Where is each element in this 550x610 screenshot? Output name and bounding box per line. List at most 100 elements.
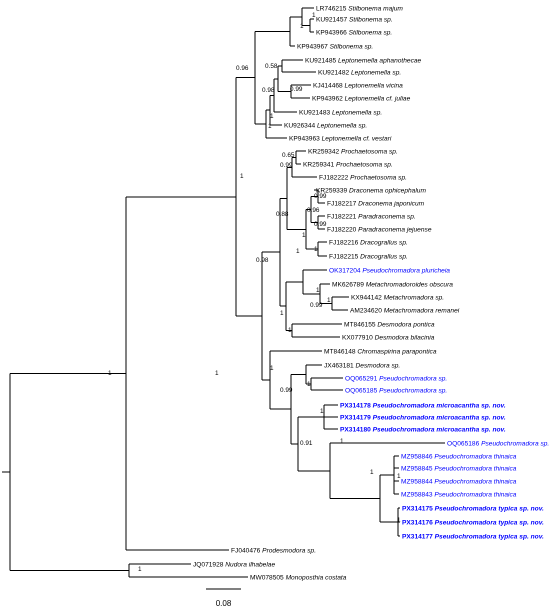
tip-label-px314179: PX314179 Pseudochromadora microacantha s…	[340, 414, 506, 421]
tip-species: Prodesmodora sp.	[262, 547, 316, 554]
tip-species: Leptonemella sp.	[332, 109, 382, 116]
support-n-pseudo: 1	[270, 365, 274, 372]
tip-accession: MZ958845	[401, 465, 434, 472]
support-n-lepA: 0.58	[265, 63, 278, 70]
tip-accession: OQ065185	[345, 387, 379, 394]
tip-accession: FJ040476	[231, 547, 262, 554]
tip-label-fj182215: FJ182215 Dracograllus sp.	[329, 253, 408, 260]
tip-label-kr259339: KR259339 Draconema ophicephalum	[316, 187, 426, 194]
support-n-oq: 1	[307, 381, 311, 388]
support-n-main: 1	[215, 370, 219, 377]
tip-accession: PX314179	[340, 414, 373, 421]
tip-species: Metachromadoroides obscura	[366, 281, 454, 288]
tip-label-fj182220: FJ182220 Paradraconema jejuense	[327, 226, 432, 233]
tip-accession: FJ182220	[327, 226, 358, 233]
tip-species: Stilbonema sp.	[330, 43, 374, 50]
tip-species: Leptonemella vicina	[345, 82, 404, 89]
tip-label-px314177: PX314177 Pseudochromadora typica sp. nov…	[402, 533, 544, 540]
tip-species: Metachromadora remanei	[384, 307, 460, 314]
support-n-pro2: 0.65	[282, 152, 295, 159]
tip-species: Desmodora pontica	[377, 321, 435, 328]
support-n-oqJ: 0.99	[280, 387, 293, 394]
support-n-dra: 1	[302, 232, 306, 239]
tip-label-mt846148: MT846148 Chromaspirina parapontica	[324, 348, 437, 355]
tip-label-oq065186: OQ065186 Pseudochromadora sp.	[447, 440, 549, 447]
tip-accession: KX944142	[351, 294, 384, 301]
tip-label-oq065185: OQ065185 Pseudochromadora sp.	[345, 387, 447, 394]
tip-accession: KR259339	[316, 187, 349, 194]
tip-label-kp943966: KP943966 Stilbonema sp.	[316, 29, 392, 36]
tip-label-mt846155: MT846155 Desmodora pontica	[344, 321, 435, 328]
tip-accession: KU921485	[305, 57, 338, 64]
tip-accession: KU921482	[318, 69, 351, 76]
tip-species: Pseudochromadora sp.	[481, 440, 549, 447]
tip-accession: PX314176	[402, 519, 435, 526]
tip-label-mz958843: MZ958843 Pseudochromadora thinaica	[401, 491, 517, 498]
tip-label-px314175: PX314175 Pseudochromadora typica sp. nov…	[402, 505, 544, 512]
tip-accession: FJ182221	[327, 213, 358, 220]
tip-species: Leptonemella sp.	[317, 122, 367, 129]
tip-species: Pseudochromadora sp.	[379, 375, 447, 382]
support-n-lep2: 0.99	[290, 86, 303, 93]
tip-accession: PX314178	[340, 402, 373, 409]
support-n-pro: 0.99	[280, 162, 293, 169]
tip-species: Stilbonema sp.	[349, 16, 393, 23]
support-n-thin: 1	[397, 473, 401, 480]
tip-accession: LR746215	[316, 5, 348, 12]
tip-label-fj182221: FJ182221 Paradraconema sp.	[327, 213, 416, 220]
tip-label-mz958846: MZ958846 Pseudochromadora thinaica	[401, 453, 517, 460]
tip-species: Prochaetosoma sp.	[336, 161, 393, 168]
support-n-all: 1	[108, 370, 112, 377]
tip-species: Dracograllus sp.	[360, 253, 408, 260]
tip-label-ok317204: OK317204 Pseudochromadora pluricheia	[329, 267, 450, 274]
tip-species: Monoposthia costata	[286, 574, 347, 581]
tip-label-kp943962: KP943962 Leptonemella cf. juliae	[312, 95, 411, 102]
support-n-ingroup: 1	[240, 173, 244, 180]
tip-species: Pseudochromadora microacantha sp. nov.	[373, 426, 506, 433]
tip-label-ku921457: KU921457 Stilbonema sp.	[316, 16, 393, 23]
tip-species: Leptonemella cf. vestari	[322, 135, 392, 142]
tip-accession: OQ065186	[447, 440, 481, 447]
tip-species: Pseudochromadora thinaica	[434, 478, 516, 485]
tip-accession: FJ182216	[329, 239, 360, 246]
tip-label-px314176: PX314176 Pseudochromadora typica sp. nov…	[402, 519, 544, 526]
tip-accession: MZ958843	[401, 491, 434, 498]
support-n-draA: 0.96	[307, 207, 320, 214]
tip-species: Pseudochromadora typica sp. nov.	[435, 505, 544, 512]
tip-label-kx944142: KX944142 Metachromadora sp.	[351, 294, 444, 301]
tip-accession: MZ958846	[401, 453, 434, 460]
support-n-draG: 1	[296, 248, 300, 255]
tip-accession: KU926344	[284, 122, 317, 129]
support-n-meta: 1	[316, 287, 320, 294]
tip-label-fj182216: FJ182216 Dracograllus sp.	[329, 239, 408, 246]
tip-accession: FJ182222	[319, 174, 350, 181]
support-n-md: 1	[280, 310, 284, 317]
tip-label-jx463181: JX463181 Desmodora sp.	[324, 362, 400, 369]
tip-label-kp943967: KP943967 Stilbonema sp.	[297, 43, 373, 50]
tip-species: Pseudochromadora pluricheia	[362, 267, 450, 274]
tip-label-kr259342: KR259342 Prochaetosoma sp.	[308, 148, 398, 155]
support-n-big: 0.98	[256, 257, 269, 264]
tip-accession: KU921483	[299, 109, 332, 116]
tip-label-lr746215: LR746215 Stilbonema majum	[316, 5, 403, 12]
tip-accession: KU921457	[316, 16, 349, 23]
tip-species: Leptonemella aphanothecae	[338, 57, 422, 64]
tip-species: Pseudochromadora typica sp. nov.	[435, 519, 544, 526]
tip-label-kp943963: KP943963 Leptonemella cf. vestari	[289, 135, 392, 142]
tip-accession: PX314180	[340, 426, 373, 433]
tip-accession: KP943963	[289, 135, 322, 142]
tip-species: Stilbonema sp.	[349, 29, 393, 36]
tip-label-mz958845: MZ958845 Pseudochromadora thinaica	[401, 465, 517, 472]
tip-label-ku921483: KU921483 Leptonemella sp.	[299, 109, 382, 116]
tip-species: Desmodora sp.	[356, 362, 401, 369]
tip-label-am234620: AM234620 Metachromadora remanei	[350, 307, 460, 314]
support-n-dracog: 1	[314, 246, 318, 253]
tip-accession: AM234620	[350, 307, 384, 314]
tip-species: Metachromadora sp.	[384, 294, 445, 301]
tip-label-px314180: PX314180 Pseudochromadora microacantha s…	[340, 426, 506, 433]
tip-accession: FJ182217	[327, 200, 358, 207]
tip-accession: MK626789	[332, 281, 366, 288]
tip-species: Pseudochromadora thinaica	[434, 491, 516, 498]
